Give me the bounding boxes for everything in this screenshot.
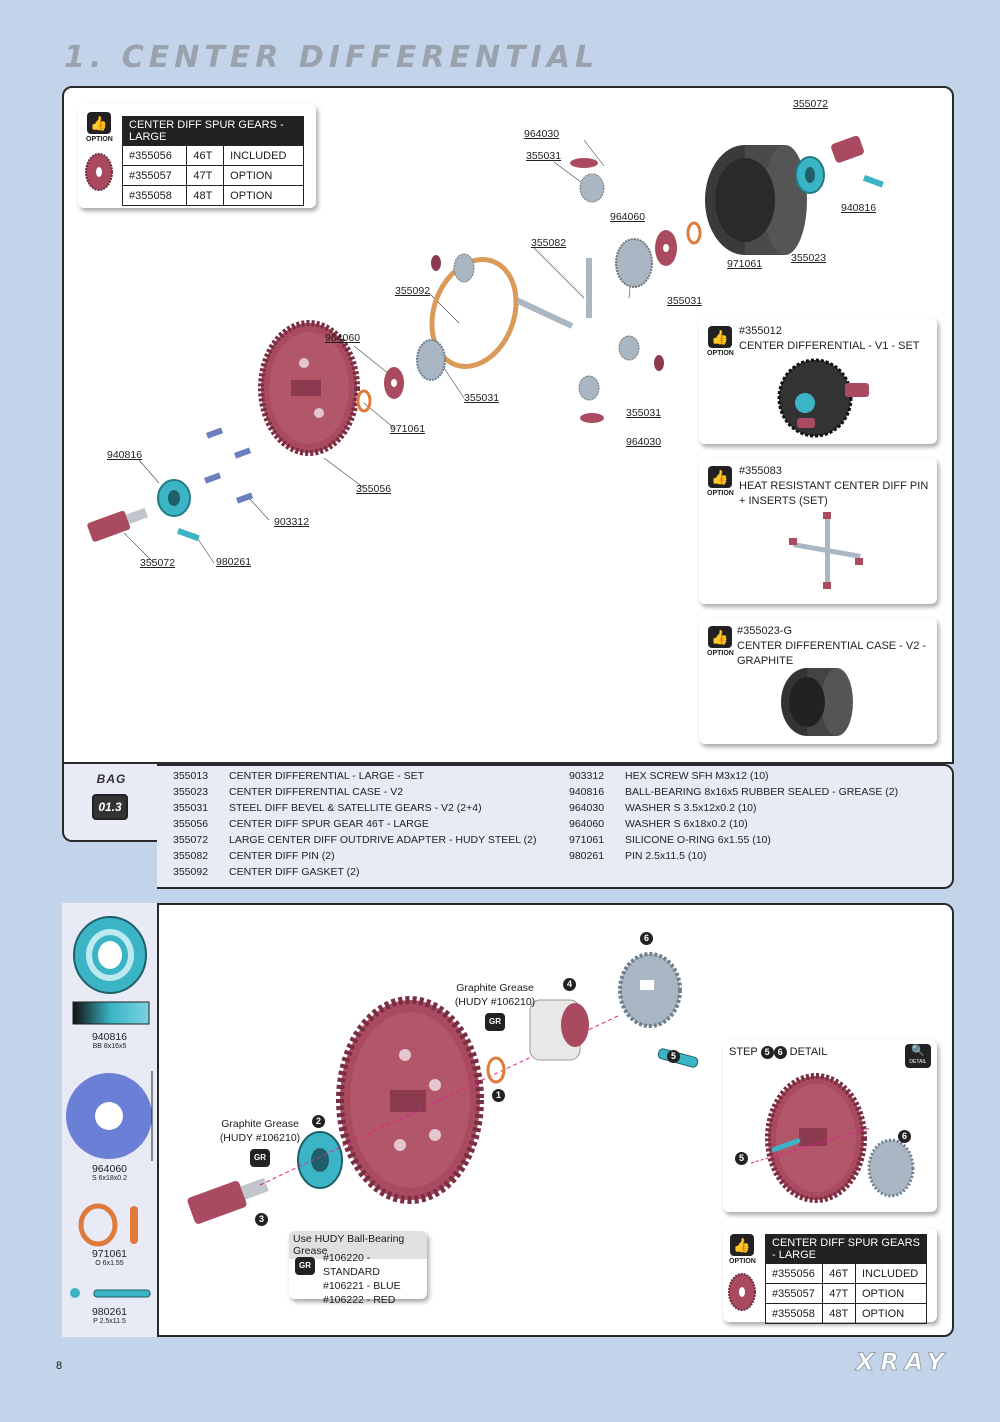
bag-label: BAG xyxy=(96,772,127,786)
step-marker: 5 xyxy=(667,1050,680,1063)
bearing-icon xyxy=(73,916,147,994)
bag-box: BAG 01.3 xyxy=(62,764,157,842)
option-desc: CENTER DIFFERENTIAL - V1 - SET xyxy=(739,340,920,352)
thumbs-up-icon: 👍 xyxy=(730,1234,754,1256)
part-label: 355023 xyxy=(791,252,827,264)
spur-gear-part xyxy=(258,320,360,456)
magnifier-icon: 🔍DETAIL xyxy=(905,1044,931,1068)
grease-note-top: Graphite Grease (HUDY #106210) GR xyxy=(450,981,540,1031)
bearing-side-icon xyxy=(72,1001,150,1025)
step-detail-diagram xyxy=(750,1073,915,1203)
thumbs-up-icon: 👍 xyxy=(708,626,732,648)
part-label: 980261 xyxy=(216,556,252,568)
part-label: 964030 xyxy=(626,436,662,448)
sidebar-code: 964060 xyxy=(91,1163,128,1175)
grease-icon: GR xyxy=(295,1257,315,1275)
grease-note-left: Graphite Grease (HUDY #106210) GR xyxy=(215,1117,305,1167)
option-box-355083: 👍OPTION #355083 HEAT RESISTANT CENTER DI… xyxy=(699,458,937,604)
option-code: #355023-G xyxy=(737,625,793,637)
o-ring-icon xyxy=(78,1203,138,1247)
part-label: 355031 xyxy=(464,392,500,404)
part-label: 355072 xyxy=(140,557,176,569)
pin-icon xyxy=(70,1288,151,1298)
option-code: #355012 xyxy=(739,325,782,337)
option-badge: 👍 OPTION xyxy=(86,112,113,143)
diff-pin-icon xyxy=(789,512,863,589)
step-marker: 5 xyxy=(735,1152,748,1165)
step-marker: 1 xyxy=(492,1089,505,1102)
part-label: 355031 xyxy=(626,407,662,419)
part-label: 355092 xyxy=(395,285,431,297)
sidebar-code: 980261 xyxy=(91,1306,128,1318)
part-label: 964030 xyxy=(524,128,560,140)
bag-number: 01.3 xyxy=(92,794,128,820)
thumbs-up-icon: 👍 xyxy=(87,112,111,134)
part-label: 964060 xyxy=(610,211,646,223)
spur-gear-icon xyxy=(85,153,113,191)
thumbs-up-icon: 👍 xyxy=(708,466,732,488)
gear-option-box: 👍 OPTION CENTER DIFF SPUR GEARS - LARGE … xyxy=(78,104,316,208)
page-number: 8 xyxy=(56,1360,63,1372)
assembly-diagram xyxy=(187,952,699,1224)
brand-logo: XRAY xyxy=(855,1348,950,1377)
thumbs-up-icon: 👍 xyxy=(708,326,732,348)
sidebar-code: 940816 xyxy=(91,1031,128,1043)
option-box-355023g: 👍OPTION #355023-G CENTER DIFFERENTIAL CA… xyxy=(699,618,937,744)
washer-icon xyxy=(66,1071,153,1161)
part-label: 903312 xyxy=(274,516,310,528)
step-marker: 2 xyxy=(312,1115,325,1128)
part-label: 964060 xyxy=(325,332,361,344)
gear-table-heading: CENTER DIFF SPUR GEARS - LARGE xyxy=(122,116,304,146)
bb-grease-box: Use HUDY Ball-Bearing Grease GR #106220 … xyxy=(289,1231,427,1306)
option-code: #355083 xyxy=(739,465,782,477)
part-label: 940816 xyxy=(107,449,143,461)
option-desc-2: + INSERTS (SET) xyxy=(739,495,828,507)
exploded-diagram xyxy=(87,139,702,564)
part-label: 971061 xyxy=(390,423,426,435)
diff-case-icon xyxy=(781,668,853,736)
part-label: 355031 xyxy=(667,295,703,307)
sidebar-code: 971061 xyxy=(91,1248,128,1260)
diff-set-icon xyxy=(777,358,869,438)
option-desc: HEAT RESISTANT CENTER DIFF PIN xyxy=(739,480,929,492)
part-label: 355072 xyxy=(793,98,829,110)
spur-gear-icon xyxy=(728,1273,756,1311)
part-label: 355031 xyxy=(526,150,562,162)
option-desc: CENTER DIFFERENTIAL CASE - V2 - GRAPHITE xyxy=(737,640,927,667)
option-box-355012: 👍OPTION #355012 CENTER DIFFERENTIAL - V1… xyxy=(699,318,937,444)
grease-icon: GR xyxy=(250,1149,270,1167)
diff-case-diagram xyxy=(705,135,884,255)
gear-option-box-bottom: 👍 OPTION CENTER DIFF SPUR GEARS - LARGE … xyxy=(723,1228,937,1324)
step-marker: 6 xyxy=(640,932,653,945)
step-marker: 3 xyxy=(255,1213,268,1226)
part-label: 355082 xyxy=(531,237,567,249)
part-label: 940816 xyxy=(841,202,877,214)
step-marker: 4 xyxy=(563,978,576,991)
step-marker: 6 xyxy=(898,1130,911,1143)
page-title: 1. CENTER DIFFERENTIAL xyxy=(64,40,600,75)
part-label: 355056 xyxy=(356,483,392,495)
part-label: 971061 xyxy=(727,258,763,270)
grease-icon: GR xyxy=(485,1013,505,1031)
